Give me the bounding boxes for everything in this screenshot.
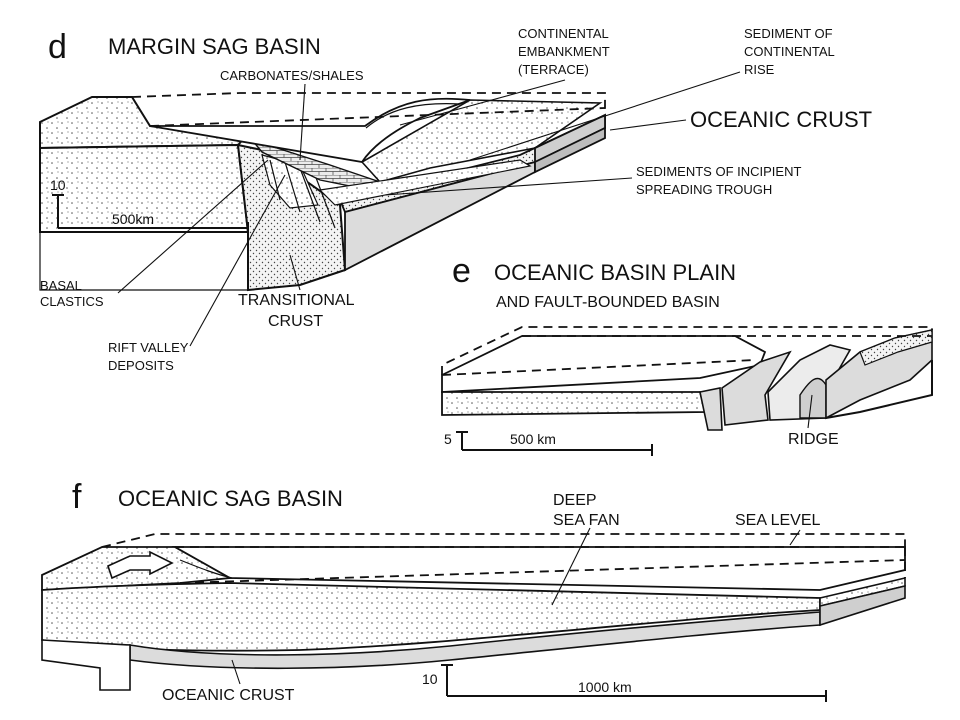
leader-oceanic-crust-d	[609, 119, 687, 131]
basin-plain-front	[441, 391, 707, 416]
label-continental-embankment-1: CONTINENTAL	[518, 26, 609, 41]
panel-f-water-dash	[179, 559, 906, 584]
slab-end-face-crust	[819, 584, 906, 627]
leader-continental-rise	[469, 71, 741, 161]
panel-e-sealevel-box	[441, 326, 933, 375]
leader-ridge	[807, 394, 813, 429]
basin-plain-top	[441, 335, 767, 393]
scale-e-vertical: 5	[444, 431, 452, 447]
fault-block-3-top	[859, 329, 933, 366]
embankment-edge	[365, 103, 461, 129]
panel-d-letter: d	[48, 28, 67, 66]
panel-d-sealevel-box	[131, 92, 606, 115]
scale-d-vertical: 10	[50, 177, 66, 193]
scale-bar-e: 5 500 km	[444, 431, 653, 456]
basin-plain-crust	[699, 387, 723, 431]
label-continental-rise-1: SEDIMENT OF	[744, 26, 833, 41]
continent-base-line	[39, 232, 248, 291]
leader-spreading-trough	[384, 177, 633, 196]
leader-rift-valley	[189, 174, 286, 347]
continental-edge-base	[41, 639, 131, 691]
slope-edge	[179, 559, 233, 579]
scale-bar-d: 10 500km	[50, 177, 249, 234]
panel-d-title: MARGIN SAG BASIN	[108, 34, 321, 59]
incipient-trough-sediment	[318, 159, 532, 206]
label-spreading-trough-2: SPREADING TROUGH	[636, 182, 772, 197]
label-oceanic-crust-d: OCEANIC CRUST	[690, 107, 872, 132]
label-continental-rise-3: RISE	[744, 62, 775, 77]
leader-transitional-crust	[289, 254, 301, 291]
panel-e-surface-dash	[441, 359, 756, 376]
scale-e-horizontal: 500 km	[510, 431, 556, 447]
scale-d-horizontal: 500km	[112, 211, 154, 227]
leader-carbonates	[299, 83, 306, 161]
panel-e: e OCEANIC BASIN PLAIN AND FAULT-BOUNDED …	[441, 252, 933, 456]
sediment-front-face	[41, 582, 821, 652]
sediment-supply-arrow-icon	[107, 550, 174, 580]
fault-block-3-base	[825, 360, 933, 419]
label-oceanic-crust-f: OCEANIC CRUST	[162, 687, 295, 704]
label-deep-sea-fan-1: DEEP	[553, 492, 597, 509]
label-carbonates-shales: CARBONATES/SHALES	[220, 68, 364, 83]
panel-f: f OCEANIC SAG BASIN DEEP SEA FAN SEA LEV…	[41, 478, 906, 704]
label-spreading-trough-1: SEDIMENTS OF INCIPIENT	[636, 164, 801, 179]
panel-d: d MARGIN SAG BASIN	[39, 26, 872, 373]
label-deep-sea-fan-2: SEA FAN	[553, 512, 620, 529]
panel-d-sealevel-inner	[149, 107, 606, 127]
rift-valley-faults	[261, 154, 336, 229]
scale-f-horizontal: 1000 km	[578, 679, 632, 695]
panel-f-title: OCEANIC SAG BASIN	[118, 486, 343, 511]
scale-bar-f: 10 1000 km	[422, 664, 827, 702]
leader-embankment	[399, 79, 566, 126]
label-basal-clastics-2: CLASTICS	[40, 294, 104, 309]
panel-e-title: OCEANIC BASIN PLAIN	[494, 260, 736, 285]
label-continental-embankment-2: EMBANKMENT	[518, 44, 610, 59]
leader-sea-level	[789, 529, 801, 546]
oceanic-crust-side-d	[534, 126, 606, 174]
label-sea-level: SEA LEVEL	[735, 512, 820, 529]
panel-e-subtitle: AND FAULT-BOUNDED BASIN	[496, 294, 720, 311]
label-rift-valley-1: RIFT VALLEY	[108, 340, 189, 355]
leader-basal-clastics	[117, 159, 269, 294]
label-continental-embankment-3: (TERRACE)	[518, 62, 589, 77]
scale-f-vertical: 10	[422, 671, 438, 687]
label-transitional-crust-2: CRUST	[268, 313, 323, 330]
label-basal-clastics-1: BASAL	[40, 278, 82, 293]
label-rift-valley-2: DEPOSITS	[108, 358, 174, 373]
panel-f-sealevel-box	[101, 533, 906, 548]
label-transitional-crust-1: TRANSITIONAL	[238, 292, 355, 309]
leader-oceanic-crust-f	[231, 659, 241, 685]
panel-e-letter: e	[452, 252, 471, 290]
fault-block-1	[721, 350, 792, 426]
leader-deep-sea-fan	[551, 527, 591, 606]
panel-f-letter: f	[72, 478, 82, 516]
label-ridge: RIDGE	[788, 431, 839, 448]
label-continental-rise-2: CONTINENTAL	[744, 44, 835, 59]
